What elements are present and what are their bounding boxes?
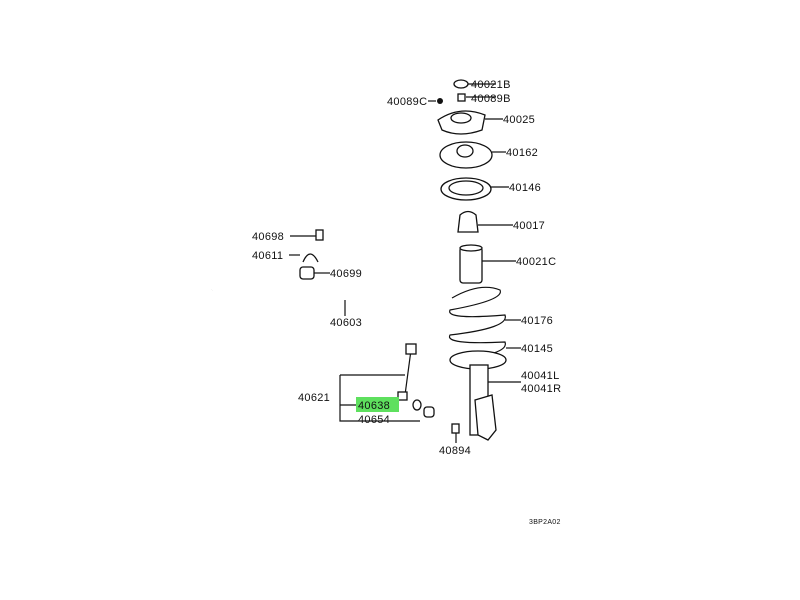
label-40162[interactable]: 40162 [506, 147, 538, 159]
diagram-code: 3BP2A02 [529, 519, 561, 526]
label-40621[interactable]: 40621 [298, 392, 330, 404]
part-40025[interactable] [437, 110, 503, 135]
part-40041[interactable] [469, 364, 521, 441]
label-40041R[interactable]: 40041R [521, 383, 561, 395]
label-40146[interactable]: 40146 [509, 182, 541, 194]
label-40611[interactable]: 40611 [252, 250, 283, 262]
part-40146[interactable] [440, 177, 509, 201]
label-40017[interactable]: 40017 [513, 220, 545, 232]
label-40089C[interactable]: 40089C [387, 96, 427, 108]
part-40021C[interactable] [459, 244, 516, 284]
highlight [356, 397, 399, 412]
part-40654[interactable] [423, 406, 435, 418]
part-40089B[interactable] [457, 93, 496, 102]
part-40603[interactable] [211, 280, 448, 411]
label-40021C[interactable]: 40021C [516, 256, 556, 268]
label-40638[interactable]: 40638 [358, 400, 390, 412]
part-40699[interactable] [299, 266, 330, 280]
label-40654[interactable]: 40654 [358, 414, 390, 426]
part-40698[interactable] [290, 229, 324, 241]
part-40894[interactable] [451, 423, 460, 443]
part-40162[interactable] [439, 141, 506, 169]
part-40611[interactable] [289, 253, 319, 263]
part-40621[interactable] [339, 343, 420, 422]
part-40176[interactable] [448, 286, 521, 361]
label-40021B[interactable]: 40021B [471, 79, 511, 91]
label-40699[interactable]: 40699 [330, 268, 362, 280]
part-40021B[interactable] [453, 79, 496, 89]
part-40089C[interactable] [428, 98, 443, 104]
label-40176[interactable]: 40176 [521, 315, 553, 327]
part-40638[interactable] [412, 399, 422, 411]
part-40145[interactable] [449, 347, 521, 370]
label-40603[interactable]: 40603 [330, 317, 362, 329]
label-40041L[interactable]: 40041L [521, 370, 560, 382]
label-40698[interactable]: 40698 [252, 231, 284, 243]
label-40025[interactable]: 40025 [503, 114, 535, 126]
label-40894[interactable]: 40894 [439, 445, 471, 457]
label-40089B[interactable]: 40089B [471, 93, 511, 105]
label-40145[interactable]: 40145 [521, 343, 553, 355]
part-40017[interactable] [457, 210, 513, 233]
